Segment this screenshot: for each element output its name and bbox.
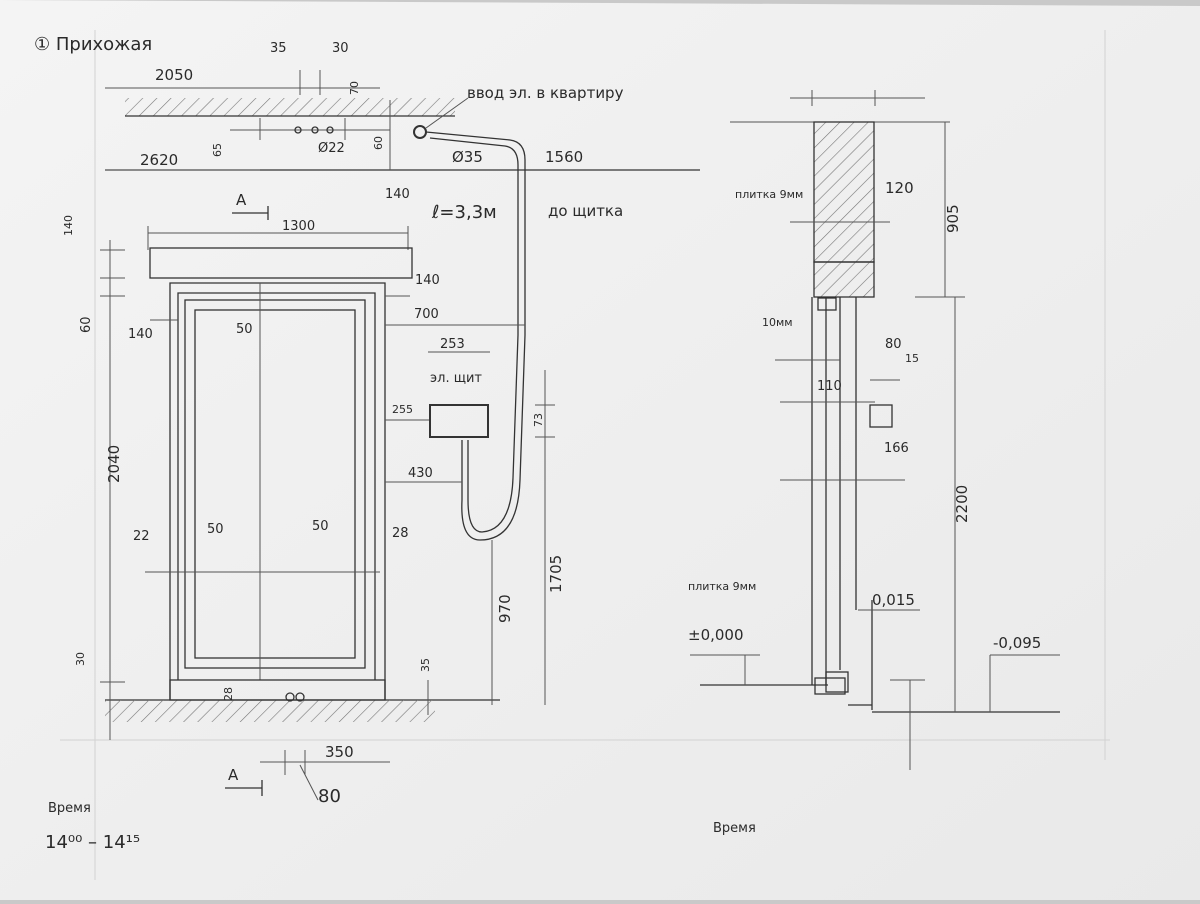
dim-35: 35 [270, 41, 287, 56]
section-marker-bottom: A [228, 766, 239, 784]
dim-430: 430 [408, 466, 433, 481]
dim-253: 253 [440, 337, 465, 352]
dim-970: 970 [496, 594, 514, 623]
section-view [690, 90, 1060, 770]
note-to-panel: до щитка [548, 202, 623, 220]
dim-10mm: 10мм [762, 316, 793, 329]
section-marker-top: A [236, 191, 247, 209]
dim-255: 255 [392, 403, 413, 416]
door-panel [194, 309, 356, 659]
dim-2050: 2050 [155, 66, 193, 84]
sheet-title: ① Прихожая [34, 34, 152, 55]
dim-73: 73 [532, 413, 545, 427]
floor-hatch [105, 700, 435, 722]
dim-110: 110 [817, 379, 842, 394]
dim-28-floor: 28 [222, 687, 235, 701]
dim-905: 905 [944, 204, 962, 233]
dim-2200: 2200 [953, 485, 971, 523]
dim-28: 28 [392, 526, 409, 541]
dim-60-left: 60 [79, 316, 94, 333]
lintel [149, 247, 413, 279]
door-frame-outer [169, 282, 386, 700]
footer-time-label-left: Время [48, 801, 91, 816]
dim-50-top: 50 [236, 322, 253, 337]
dim-700: 700 [414, 307, 439, 322]
dim-1300: 1300 [282, 219, 315, 234]
dim-140-right: 140 [415, 273, 440, 288]
level-minus-0095: -0,095 [993, 634, 1041, 652]
dim-35-floor: 35 [419, 658, 432, 672]
dim-120: 120 [885, 179, 914, 197]
dim-30: 30 [332, 41, 349, 56]
graph-grid [60, 30, 1110, 880]
note-cable-length: ℓ=3,3м [431, 202, 497, 223]
dim-50-left: 50 [207, 522, 224, 537]
note-electric-panel: эл. щит [430, 371, 482, 386]
dim-80: 80 [318, 786, 341, 807]
dim-22: 22 [133, 529, 150, 544]
dim-350: 350 [325, 743, 354, 761]
dim-166: 166 [884, 441, 909, 456]
dim-140-left: 140 [62, 215, 75, 236]
dim-d22: Ø22 [318, 141, 345, 156]
dim-1705: 1705 [547, 555, 565, 593]
dim-d35: Ø35 [452, 148, 483, 166]
elevation-view [100, 70, 700, 801]
cable-route [425, 131, 526, 541]
wall-section-hatch [813, 121, 875, 263]
dim-140-a: 140 [385, 187, 410, 202]
dim-15: 15 [905, 352, 919, 365]
door-leaf [184, 299, 366, 669]
level-zero: ±0,000 [688, 626, 744, 644]
note-tile-9mm-top: плитка 9мм [735, 188, 803, 201]
note-electric-entry: ввод эл. в квартиру [467, 84, 624, 102]
note-tile-9mm-bottom: плитка 9мм [688, 580, 756, 593]
dim-140-door: 140 [128, 327, 153, 342]
dim-65: 65 [211, 143, 224, 157]
dim-30-floor: 30 [74, 652, 87, 666]
footer-time-label-right: Время [713, 821, 756, 836]
dim-2620: 2620 [140, 151, 178, 169]
dim-1560: 1560 [545, 148, 583, 166]
dim-60: 60 [372, 136, 385, 150]
dim-70: 70 [348, 81, 361, 95]
dim-50-right: 50 [312, 519, 329, 534]
dim-2040: 2040 [105, 445, 123, 483]
footer-time-value: 14⁰⁰ – 14¹⁵ [45, 832, 140, 853]
dim-80-section: 80 [885, 337, 902, 352]
electrical-panel [429, 404, 489, 438]
ceiling-hatch [125, 98, 455, 116]
level-0015: 0,015 [872, 591, 915, 609]
